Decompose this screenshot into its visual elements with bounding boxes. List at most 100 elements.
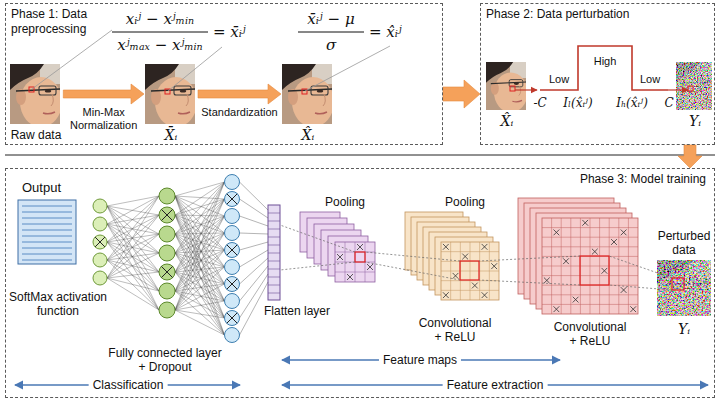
layer-label: SoftMax activation function: [8, 290, 108, 318]
image-symbol: X̂ᵢ: [501, 113, 514, 129]
standardized-face-photo: [486, 62, 528, 112]
step-function: [540, 46, 668, 90]
neuron-link: [175, 267, 225, 291]
formula-term: σ: [296, 35, 366, 55]
receptive-field: [580, 256, 609, 285]
formula-term: = x̄ᵢʲ: [213, 22, 273, 42]
label-wrap: Convolutional + ReLU: [551, 320, 629, 348]
neuron-link: [175, 233, 225, 310]
label-wrap: Classification: [89, 378, 168, 392]
neuron-link: [175, 234, 225, 318]
neuron-link: [175, 233, 225, 291]
dropout-mark: [227, 279, 238, 290]
neuron-link: [175, 196, 225, 284]
label-wrap: Feature extraction: [443, 378, 548, 392]
neuron-link: [107, 206, 159, 272]
label-wrap: Pooling: [315, 195, 375, 209]
span-label: Feature maps: [379, 353, 461, 367]
fraction-bar: [298, 32, 364, 33]
image-node: X̂ᵢ: [281, 65, 335, 143]
neuron-link: [107, 242, 159, 291]
neuron: [159, 245, 175, 261]
projection-line: [280, 262, 355, 270]
neuron-link: [175, 199, 225, 310]
neuron-link: [240, 233, 269, 234]
neuron-link: [175, 216, 225, 253]
image-caption: Raw data: [11, 128, 62, 143]
image-node: Yᵢ: [675, 63, 715, 129]
pixel-mark: [510, 86, 515, 91]
pixel-mark: [688, 86, 693, 91]
neuron: [93, 235, 107, 249]
level-label: High: [582, 54, 628, 68]
neuron: [159, 207, 175, 223]
neuron-link: [175, 250, 225, 310]
neuron-link: [175, 250, 225, 291]
neuron-link: [107, 253, 159, 260]
phase-title: Phase 2: Data perturbation: [486, 7, 714, 22]
neuron-link: [175, 182, 225, 196]
neuron-link: [107, 253, 159, 278]
neuron-link: [175, 199, 225, 234]
neuron-link: [107, 234, 159, 278]
phase-title: Phase 1: Data preprocessing: [11, 7, 95, 37]
separator-line: [5, 155, 715, 156]
neuron-link: [175, 216, 225, 234]
dropout-mark: [161, 266, 172, 277]
projection-line: [280, 225, 355, 252]
label-wrap: Low: [633, 72, 667, 86]
span-label: Classification: [89, 378, 168, 392]
label-wrap: -C: [529, 96, 551, 110]
neuron-link: [175, 182, 225, 253]
formula-term: xᵢʲ − xʲₘᵢₙ: [110, 9, 210, 29]
layer-label: Output: [22, 180, 82, 195]
pixel-arrow: [515, 89, 537, 90]
level-label: Low: [633, 72, 667, 86]
neuron: [225, 328, 240, 343]
projection-line: [365, 252, 460, 261]
perturbed-photo: [657, 260, 713, 319]
neuron-link: [107, 260, 159, 291]
neuron-link: [107, 215, 159, 260]
conv-map-grid: [542, 218, 638, 314]
neuron: [225, 243, 240, 258]
neuron-link: [175, 284, 225, 310]
neuron-link: [175, 196, 225, 335]
neuron-link: [175, 182, 225, 310]
layer-label: Pooling: [435, 195, 495, 209]
projection-line: [609, 285, 672, 290]
fraction-bar: [112, 32, 208, 33]
neuron-link: [175, 182, 225, 291]
label-wrap: High: [582, 54, 628, 68]
label-wrap: = x̄ᵢʲ: [213, 22, 273, 42]
neuron-link: [240, 182, 269, 210]
formula-term: xʲₘₐₓ − xʲₘᵢₙ: [110, 35, 210, 55]
label-wrap: SoftMax activation function: [8, 290, 108, 318]
neuron-link: [175, 284, 225, 291]
neuron-link: [107, 206, 159, 215]
image-node: Perturbed dataYᵢ: [653, 229, 715, 337]
neuron: [159, 188, 175, 204]
neuron-link: [240, 242, 269, 250]
flow-arrow: [63, 84, 144, 104]
neuron-link: [107, 206, 159, 234]
neuron-link: [175, 310, 225, 318]
network-drawing: [93, 175, 672, 343]
layer-label: Flatten layer: [264, 304, 344, 318]
label-wrap: Iₗ(x̂ᵢʲ): [553, 96, 603, 110]
label-wrap: C: [662, 96, 676, 110]
cell-mark: [443, 244, 497, 298]
conv-map-grid: [441, 242, 499, 300]
neuron-link: [175, 199, 225, 272]
dropout-mark: [227, 245, 238, 256]
neuron: [225, 226, 240, 241]
flow-arrow: [443, 80, 480, 108]
neuron-link: [175, 215, 225, 301]
neuron-link: [107, 196, 159, 278]
label-wrap: Output: [22, 180, 82, 195]
neuron-link: [240, 282, 269, 335]
neuron-link: [107, 272, 159, 278]
neuron-link: [175, 216, 225, 272]
axis-label: Iₗ(x̂ᵢʲ): [553, 96, 603, 110]
